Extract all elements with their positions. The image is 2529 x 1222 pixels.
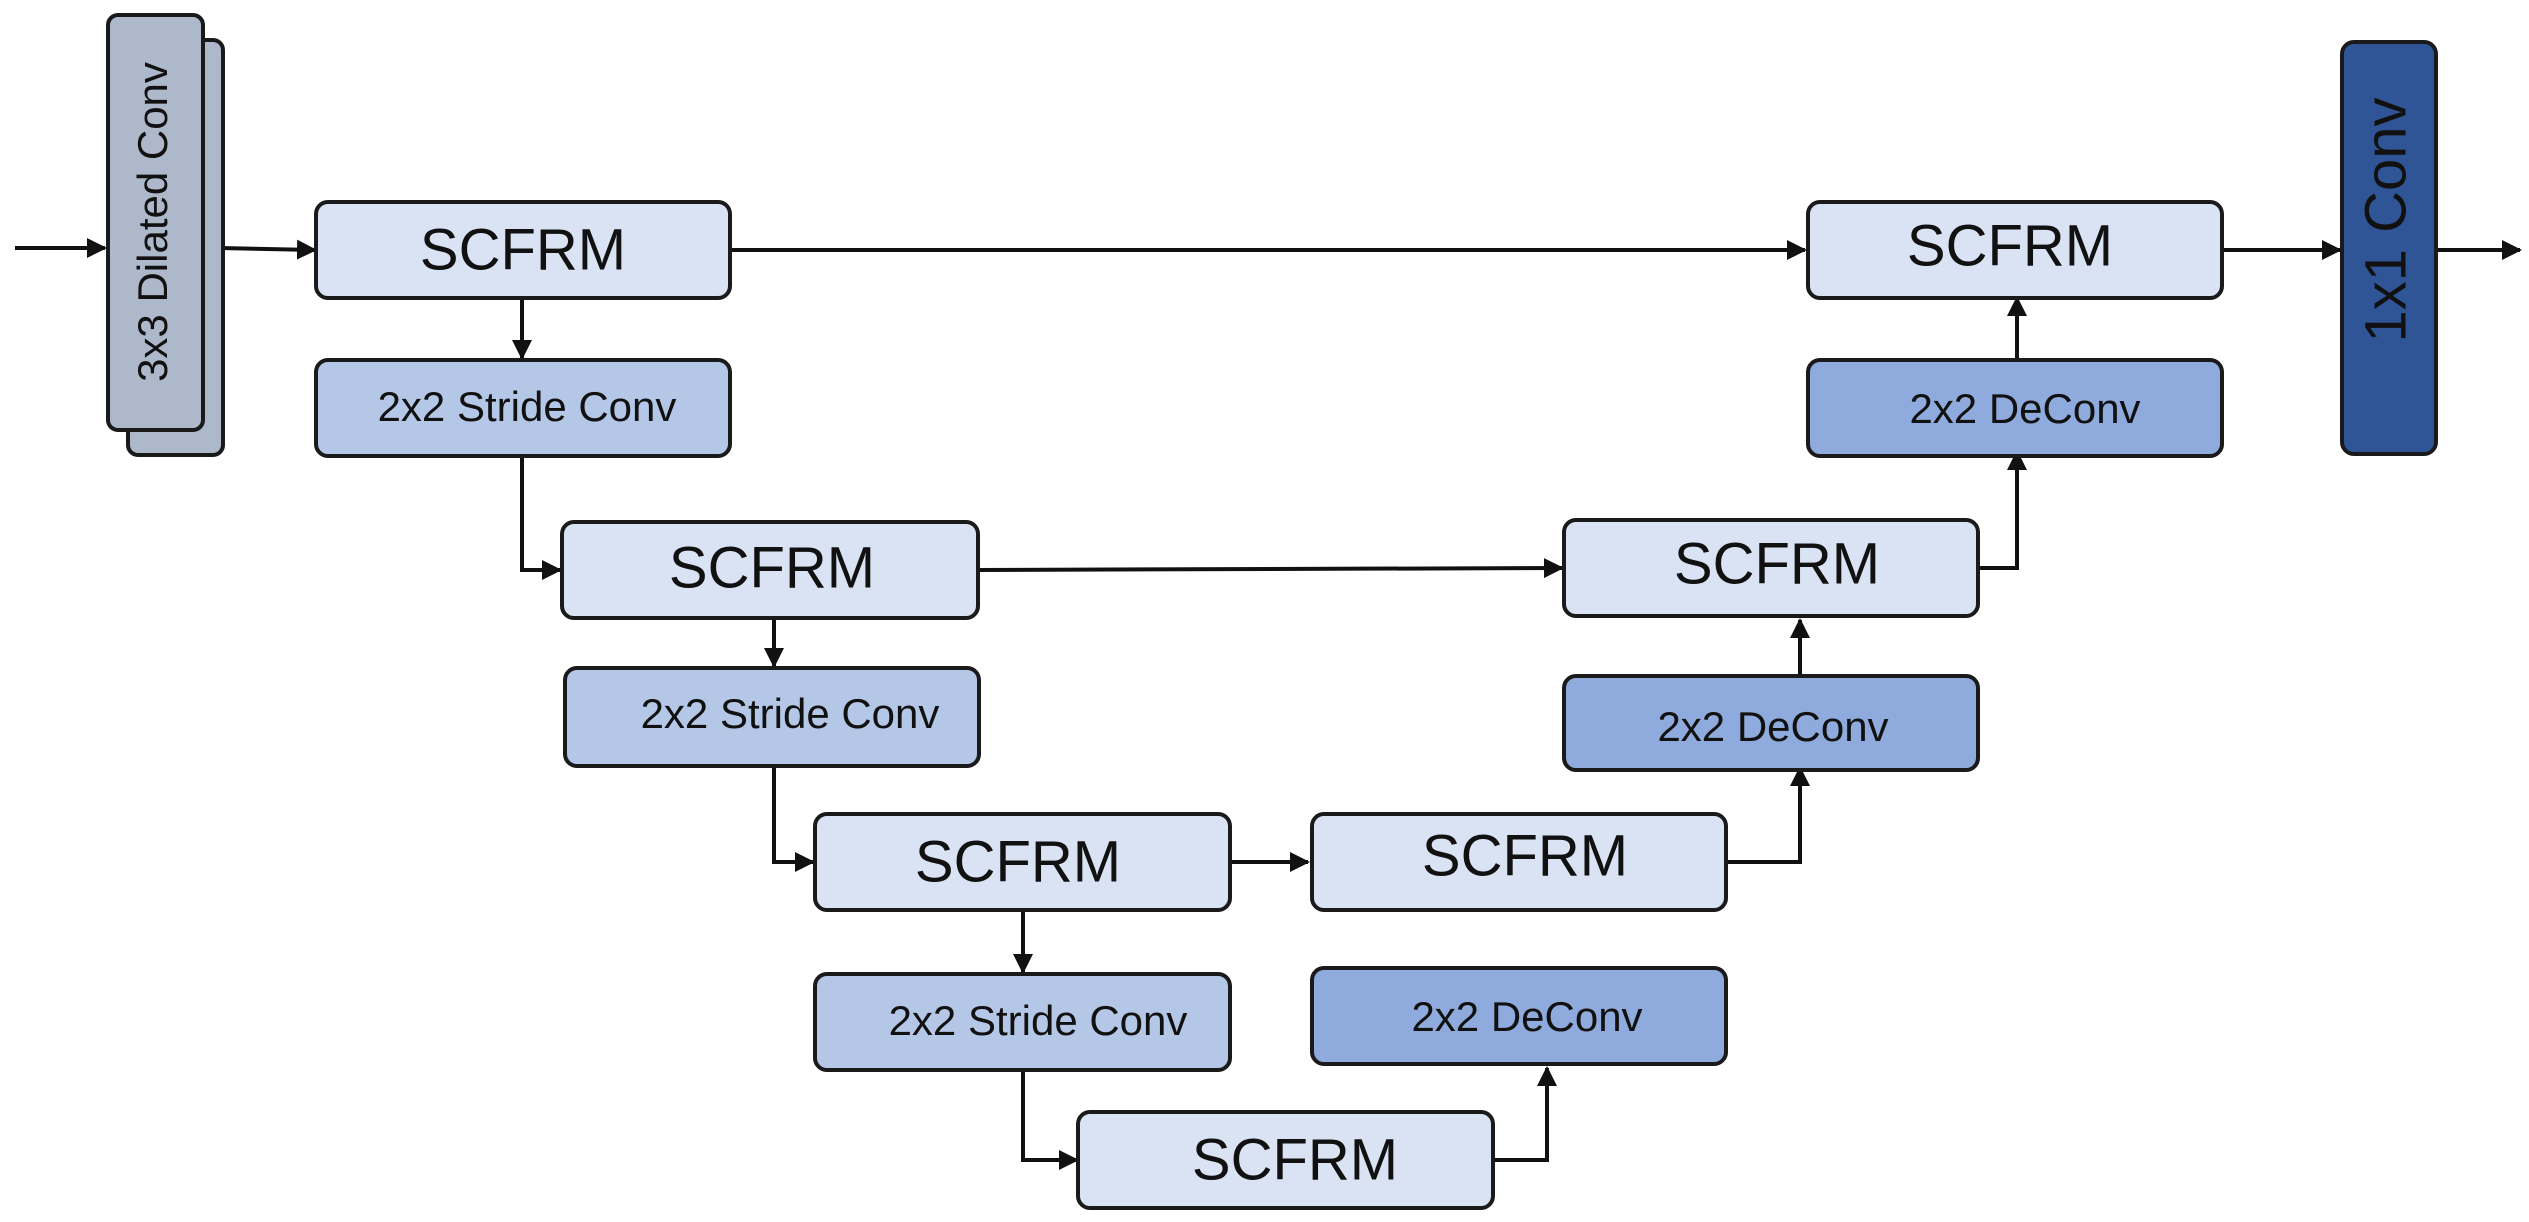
bottleneck-to-deconv-3-arrow — [1493, 1066, 1557, 1162]
bottleneck-scfrm-label: SCFRM — [1192, 1127, 1398, 1192]
conv-1x1-block: 1x1 Conv — [2340, 40, 2438, 456]
conv-1x1-label: 1x1 Conv — [2353, 97, 2418, 342]
decoder-scfrm-3-label: SCFRM — [1422, 823, 1628, 888]
decoder-deconv-3: 2x2 DeConv — [1310, 966, 1728, 1066]
encoder-stride-conv-1: 2x2 Stride Conv — [314, 358, 732, 458]
decoder-scfrm-2-label: SCFRM — [1674, 531, 1880, 596]
encoder-scfrm-3: SCFRM — [813, 812, 1232, 912]
encoder-stride-conv-3-label: 2x2 Stride Conv — [889, 997, 1188, 1044]
decoder-scfrm-2: SCFRM — [1562, 518, 1980, 618]
decoder-deconv-2: 2x2 DeConv — [1562, 674, 1980, 772]
stride-3-to-bottleneck-arrow — [1021, 1070, 1079, 1170]
dilated-conv-front-layer — [106, 13, 205, 432]
dilated-conv-block: 3x3 Dilated Conv — [106, 13, 225, 457]
bottleneck-scfrm: SCFRM — [1076, 1110, 1495, 1210]
encoder-stride-conv-1-label: 2x2 Stride Conv — [378, 383, 677, 430]
encoder-scfrm-3-label: SCFRM — [915, 829, 1121, 894]
decoder-deconv-2-label: 2x2 DeConv — [1657, 703, 1888, 750]
encoder-scfrm-1: SCFRM — [314, 200, 732, 300]
stride-2-to-scfrm-3-arrow — [772, 766, 815, 872]
decoder-deconv-1: 2x2 DeConv — [1806, 358, 2224, 458]
encoder-scfrm-2-label: SCFRM — [669, 535, 875, 600]
encoder-stride-conv-2-label: 2x2 Stride Conv — [641, 690, 940, 737]
dilated-conv-label: 3x3 Dilated Conv — [129, 62, 176, 382]
connectors — [15, 238, 2522, 1170]
decoder-scfrm-1-label: SCFRM — [1907, 213, 2113, 278]
stride-1-to-scfrm-2-arrow — [520, 456, 562, 580]
encoder-scfrm-1-label: SCFRM — [420, 217, 626, 282]
dec-scfrm-2-to-deconv-1-arrow — [1978, 450, 2027, 570]
encoder-stride-conv-3: 2x2 Stride Conv — [813, 972, 1232, 1072]
encoder-scfrm-2: SCFRM — [560, 520, 980, 620]
decoder-deconv-1-label: 2x2 DeConv — [1909, 385, 2140, 432]
skip-connection-level-2 — [977, 558, 1564, 579]
decoder-scfrm-1: SCFRM — [1806, 200, 2224, 300]
decoder-scfrm-3: SCFRM — [1310, 812, 1728, 912]
encoder-stride-conv-2: 2x2 Stride Conv — [563, 666, 981, 768]
decoder-deconv-3-label: 2x2 DeConv — [1411, 993, 1642, 1040]
dilated-to-scfrm-arrow — [219, 239, 317, 260]
dec-scfrm-3-to-deconv-2-arrow — [1726, 766, 1810, 864]
